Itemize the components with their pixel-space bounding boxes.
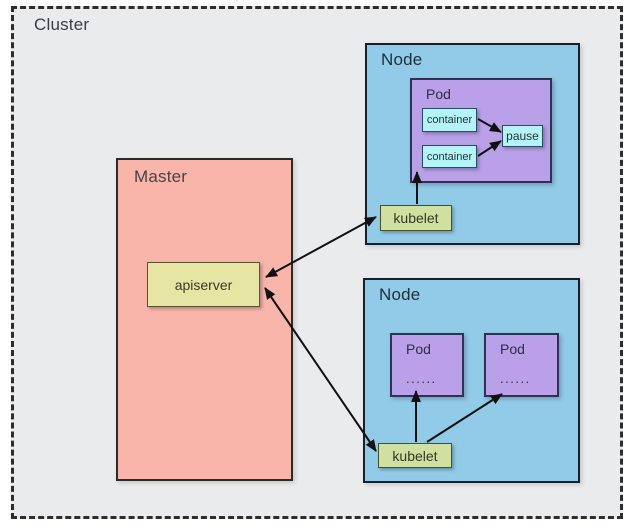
pause-box: pause — [502, 125, 543, 147]
pod-1-ellipsis: ...... — [406, 371, 437, 386]
node-top-label: Node — [381, 50, 423, 69]
pod-2-box: Pod ...... — [484, 333, 559, 397]
pod-2-ellipsis: ...... — [500, 371, 531, 386]
apiserver-box: apiserver — [147, 262, 260, 307]
kubelet-top-box: kubelet — [380, 205, 452, 231]
cluster-label: Cluster — [34, 15, 90, 34]
kubelet-bottom-box: kubelet — [378, 443, 452, 468]
master-box: Master — [116, 158, 293, 481]
pod-1-label: Pod — [406, 341, 431, 357]
pod-2-label: Pod — [500, 341, 525, 357]
master-label: Master — [134, 167, 188, 186]
container-1-box: container — [422, 108, 477, 132]
pod-top-label: Pod — [426, 86, 451, 102]
node-bottom-label: Node — [379, 285, 421, 304]
pod-1-box: Pod ...... — [390, 333, 464, 397]
container-2-box: container — [422, 145, 477, 168]
